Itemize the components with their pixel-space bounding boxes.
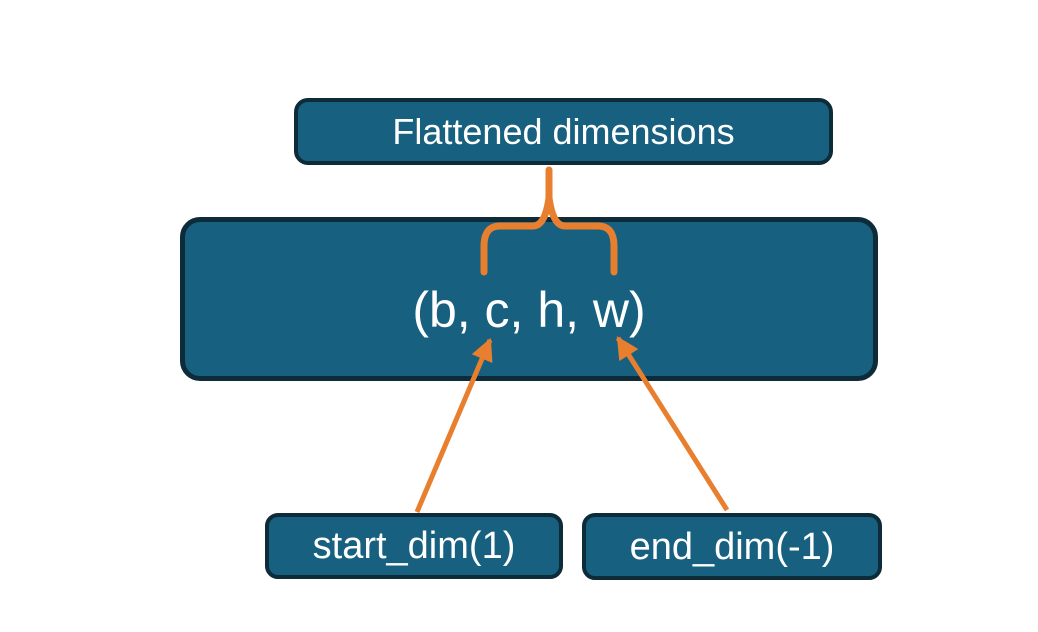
flattened-dimensions-label: Flattened dimensions <box>392 110 735 152</box>
flattened-dimensions-node: Flattened dimensions <box>294 98 833 165</box>
end-dim-label: end_dim(-1) <box>629 525 835 568</box>
start-dim-node: start_dim(1) <box>265 513 563 579</box>
start-dim-label: start_dim(1) <box>312 525 516 567</box>
tensor-shape-label: (b, c, h, w) <box>412 282 646 338</box>
tensor-shape-node: (b, c, h, w) <box>180 217 878 381</box>
end-dim-node: end_dim(-1) <box>582 513 882 580</box>
